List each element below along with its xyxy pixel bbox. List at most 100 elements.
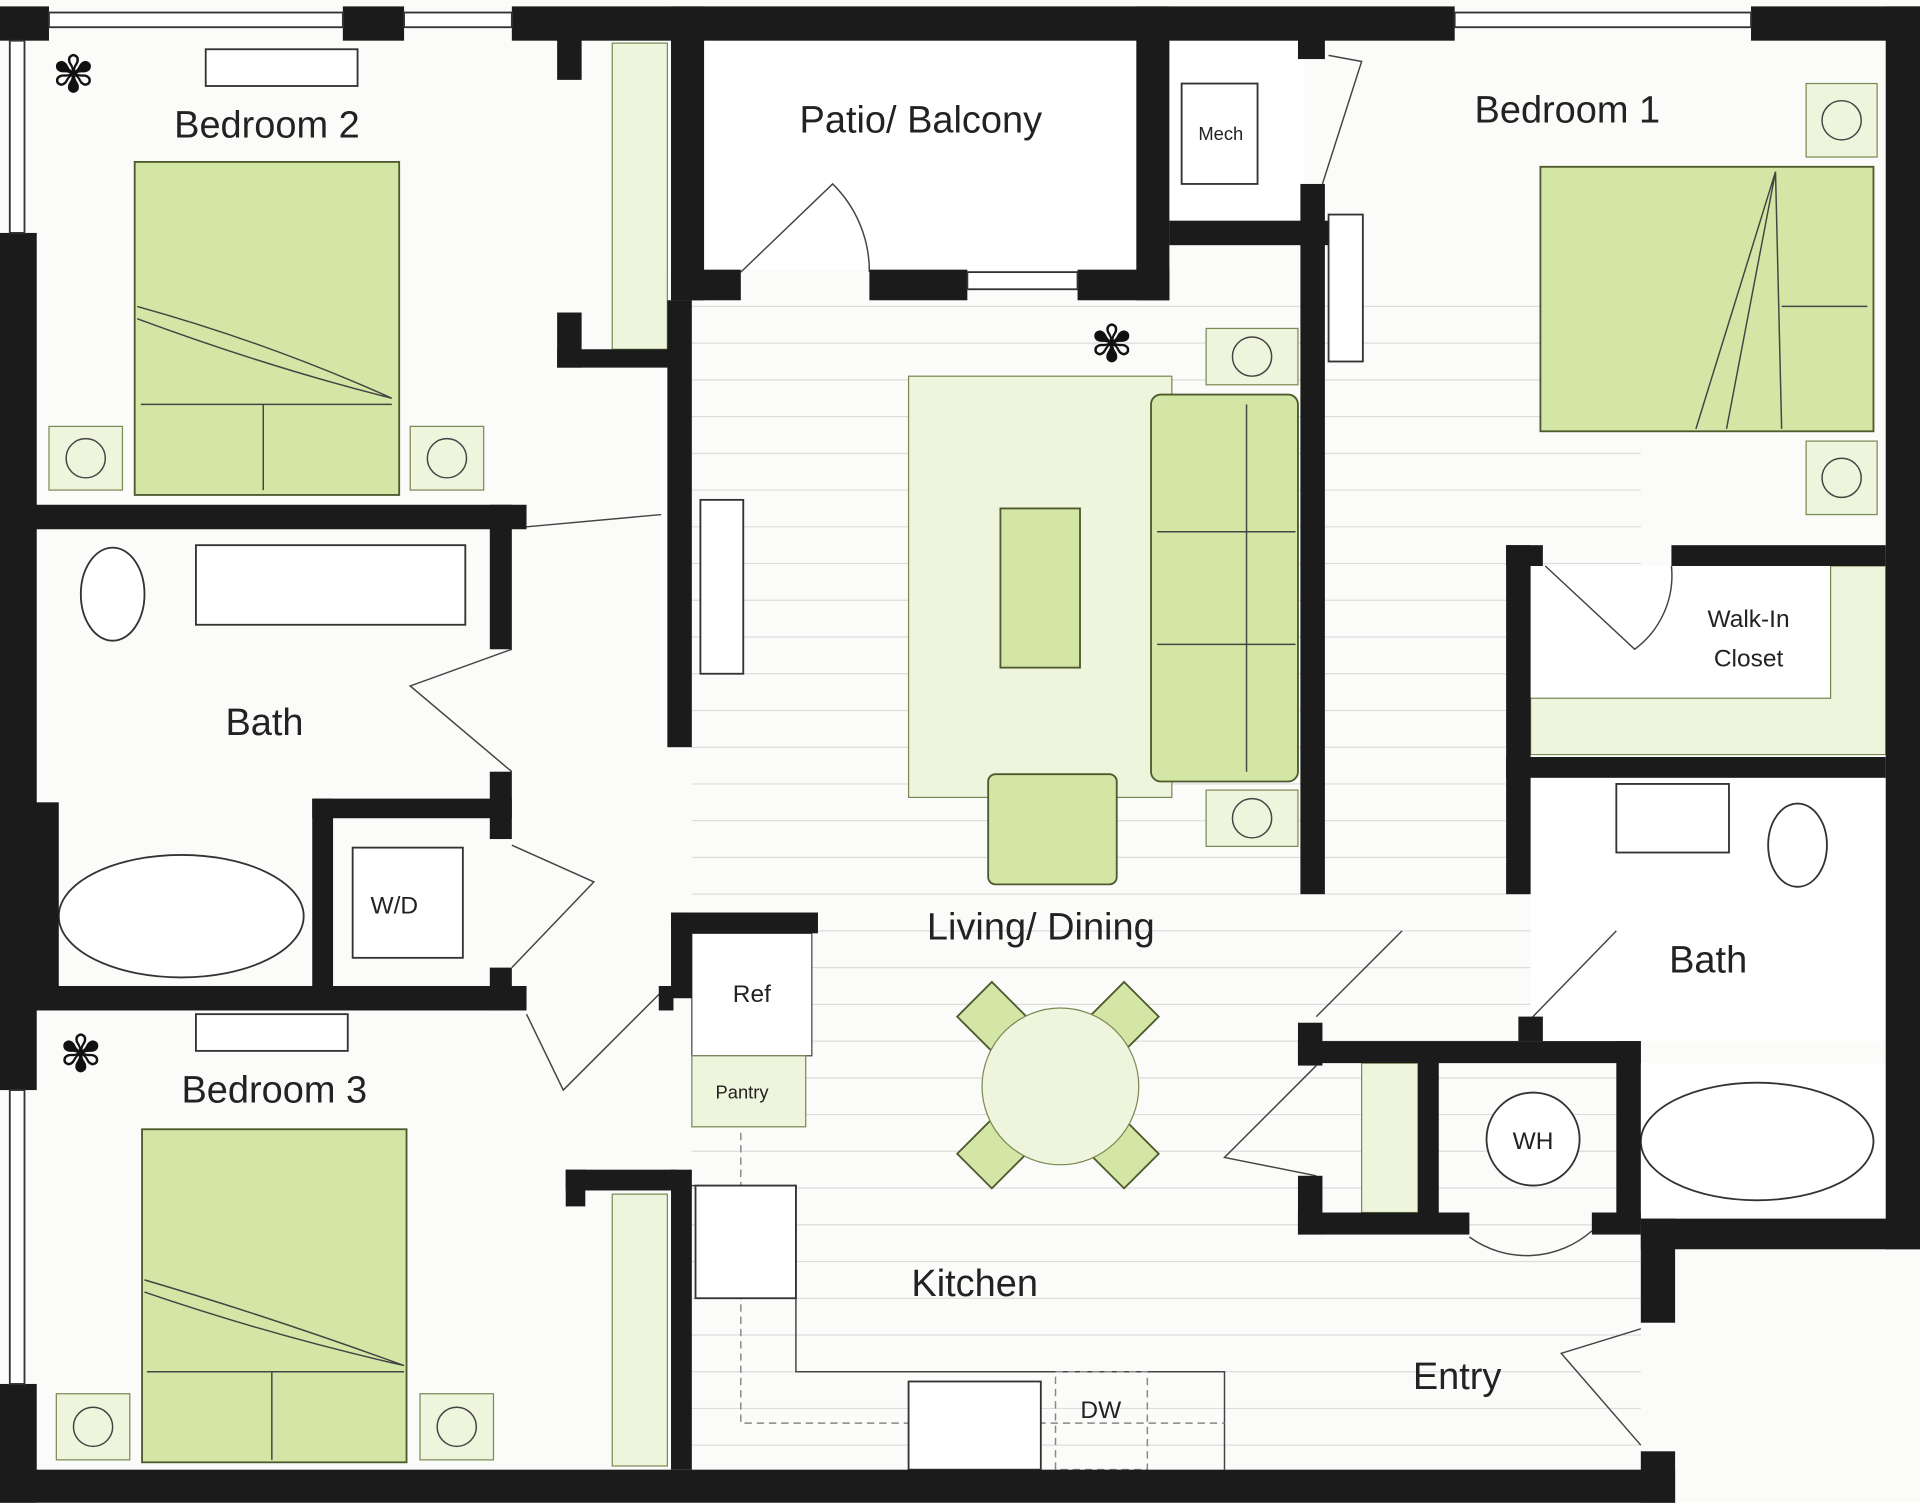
wall-segment (1506, 757, 1886, 778)
kitchen-sink (907, 1380, 1042, 1471)
dresser (204, 48, 359, 87)
armchair (987, 773, 1118, 886)
doors-right[interactable] (1222, 930, 1642, 1446)
wall-segment (1640, 1451, 1676, 1503)
bed (133, 160, 401, 496)
patio: Patio/ Balcony (704, 37, 1137, 273)
lamp-icon (436, 1406, 478, 1448)
washer-dryer (351, 846, 464, 959)
tv-console (1327, 213, 1364, 363)
nightstand (1805, 440, 1878, 516)
wall-segment (1297, 1041, 1641, 1064)
lamp-icon (65, 437, 107, 479)
pantry (691, 1055, 807, 1128)
wall-segment (1300, 183, 1325, 895)
toilet (79, 546, 146, 642)
nightstand (1205, 327, 1299, 386)
mech-unit (1180, 82, 1259, 185)
nightstand (409, 425, 485, 491)
bedroom-3: Bedroom 3 ✾ (59, 1013, 668, 1467)
room-label-bath-right: Bath (1669, 940, 1747, 982)
window (8, 1089, 26, 1385)
coat-closet-shelf (1361, 1062, 1419, 1214)
stove (694, 1184, 797, 1300)
room-label-patio: Patio/ Balcony (800, 100, 1043, 142)
plant-icon: ✾ (59, 1025, 102, 1085)
window (966, 271, 1079, 291)
wall-segment (1506, 545, 1531, 895)
wall-segment (342, 6, 405, 41)
wall-segment (671, 912, 818, 934)
wall-segment (312, 798, 334, 993)
mech-closet: Mech (1169, 37, 1363, 221)
mech-door[interactable] (1321, 54, 1363, 185)
wall-segment (671, 912, 692, 999)
sofa (1150, 393, 1299, 783)
refrigerator (691, 932, 813, 1057)
wall-segment (1640, 1218, 1920, 1250)
room-label-living-dining: Living/ Dining (927, 906, 1155, 948)
wall-segment (1616, 1041, 1641, 1225)
plant-icon: ✾ (1090, 315, 1133, 375)
bed (1539, 165, 1875, 433)
wall-segment (1297, 1212, 1470, 1235)
wall-segment (1671, 545, 1886, 566)
wall-segment (667, 300, 692, 748)
label-ref: Ref (733, 981, 771, 1008)
lamp-icon (72, 1406, 114, 1448)
wall-segment (1417, 1059, 1439, 1217)
wall-segment (489, 504, 512, 650)
room-label-kitchen: Kitchen (911, 1263, 1038, 1305)
wall-segment (511, 6, 1455, 41)
closet-shelf (611, 1193, 668, 1467)
room-label-entry: Entry (1413, 1356, 1502, 1398)
wall-segment (671, 1169, 692, 1470)
wall-segment (34, 802, 59, 986)
lamp-icon (426, 437, 468, 479)
nightstand (55, 1393, 131, 1461)
nightstand (1205, 789, 1299, 848)
nightstand (419, 1393, 495, 1461)
lamp-icon (1821, 99, 1862, 141)
wall-segment (1077, 269, 1170, 301)
plant-icon: ✾ (52, 45, 95, 105)
wall-segment (658, 985, 674, 1011)
wall-segment (489, 967, 512, 1011)
lamps (48, 82, 1878, 1461)
room-label-bath-left: Bath (225, 702, 303, 744)
wall-segment (34, 985, 527, 1011)
wall-segment (1591, 1212, 1641, 1235)
label-wd: W/D (370, 893, 418, 920)
bath-left: Bath W/D (57, 544, 467, 979)
doors-left[interactable] (408, 513, 662, 1092)
tv-console (699, 498, 745, 675)
windows (8, 11, 1752, 1385)
room-label-bedroom-1: Bedroom 1 (1475, 90, 1661, 132)
wall-segment (557, 37, 582, 80)
lamp-icon (1821, 457, 1862, 499)
walk-in-closet: Walk-In Closet (1530, 565, 1887, 758)
bedroom-2: Bedroom 2 ✾ (52, 42, 668, 496)
bathtub (57, 854, 305, 979)
wall-segment (312, 798, 512, 819)
wall-segment (671, 269, 741, 301)
closet-door[interactable] (1544, 565, 1673, 651)
room-label-walk-in-2: Closet (1714, 645, 1784, 672)
patio-door[interactable] (740, 182, 871, 273)
wall-segment (1136, 6, 1170, 301)
room-label-walk-in-1: Walk-In (1708, 606, 1790, 633)
room-label-mech: Mech (1198, 123, 1243, 144)
label-wh: WH (1513, 1128, 1554, 1155)
window (8, 39, 26, 234)
dining-set (955, 980, 1161, 1190)
dresser (194, 1013, 349, 1052)
nightstand (48, 425, 124, 491)
wall-segment (565, 1169, 676, 1191)
wall-segment (671, 6, 705, 301)
wall-segment (1518, 1016, 1543, 1042)
living-area: ✾ Living/ Dining (699, 315, 1299, 948)
wall-segment (0, 6, 49, 41)
wall-segment (565, 1169, 586, 1207)
walls (0, 6, 1920, 1503)
kitchen: Ref Pantry DW Kitchen (691, 932, 1226, 1471)
